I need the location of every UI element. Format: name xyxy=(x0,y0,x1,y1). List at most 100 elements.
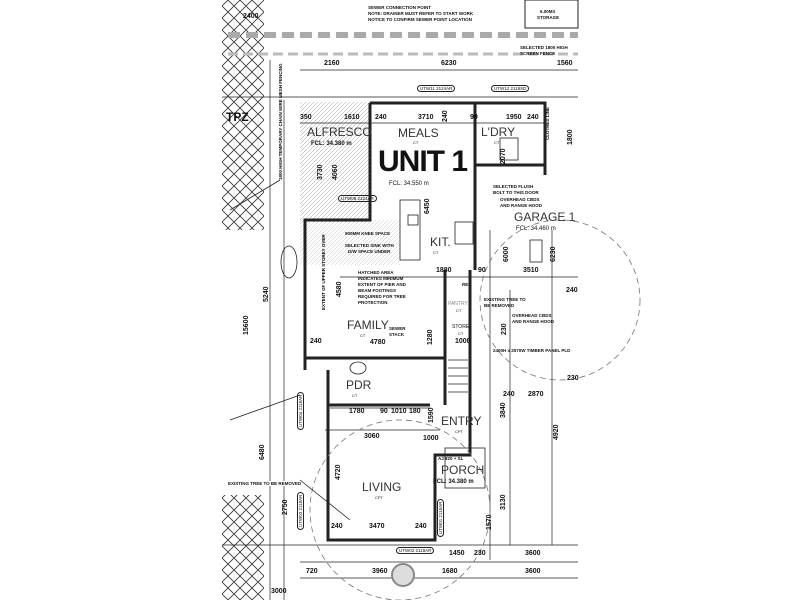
living-floor: CPT xyxy=(375,495,383,500)
dimension: 6480 xyxy=(259,444,266,460)
dimension: 1590 xyxy=(428,407,435,423)
sheet xyxy=(222,0,578,600)
room-porch: PORCH xyxy=(441,463,485,477)
footing-hatched-area-2 xyxy=(300,220,400,265)
cbds-note-1: OVERHEAD CBDS xyxy=(500,197,540,202)
dimension: 1950 xyxy=(506,114,522,121)
dimension: 3730 xyxy=(317,164,324,180)
compass-marker xyxy=(391,563,415,587)
tree-protection-zone-hatch-lower xyxy=(222,495,264,600)
cbds-note-2: AND RANGE HOOD xyxy=(500,203,543,208)
dimension: 6230 xyxy=(550,246,557,262)
dimension: 3470 xyxy=(369,523,385,530)
dimension: 1280 xyxy=(427,329,434,345)
flush-bolt-note-2: BOLT TO THIS DOOR xyxy=(493,190,539,195)
dimension: 4720 xyxy=(335,464,342,480)
dimension: 3130 xyxy=(500,494,507,510)
room-living: LIVING xyxy=(362,480,402,494)
dimension: 2870 xyxy=(528,391,544,398)
hatch-note-5: REQUIRED FOR TREE xyxy=(358,294,406,299)
dimension: 3600 xyxy=(525,550,541,557)
dimension: 240 xyxy=(527,114,539,121)
kitchen-floor: CT xyxy=(433,250,439,255)
room-laundry: L'DRY xyxy=(481,125,516,139)
sewer-note-line-3: NOTICE TO CONFIRM SEWER POINT LOCATION xyxy=(368,17,472,22)
family-floor: CT xyxy=(360,333,366,338)
window-tag: UTW08 2124AR xyxy=(338,195,377,202)
tree-removed-note: EXISTING TREE TO BE REMOVED xyxy=(228,481,302,486)
hatch-note-4: BEAM FOOTINGS xyxy=(358,288,396,293)
dimension: 240 xyxy=(375,114,387,121)
dimension: 1780 xyxy=(349,408,365,415)
window-tag: UTW01 2118AR xyxy=(437,498,444,537)
store-floor: CT xyxy=(458,331,464,336)
alfresco-fcl: FCL: 34.380 m xyxy=(311,141,352,147)
sewer-stack-1: SEWER xyxy=(389,326,406,331)
dimension: 2160 xyxy=(324,60,340,67)
fridge-label: REF xyxy=(462,282,471,287)
window-tag: UTW12 2118SD xyxy=(491,85,530,92)
dimension: 3510 xyxy=(523,267,539,274)
dimension: 3000 xyxy=(271,588,287,595)
window-tag: UTW04 2118AR xyxy=(297,391,304,430)
sewer-stack-2: STACK xyxy=(389,332,405,337)
dimension: 1610 xyxy=(344,114,360,121)
fence-note-1: SELECTED 1800 HIGH xyxy=(520,45,568,50)
dimension: 3600 xyxy=(525,568,541,575)
room-kitchen: KIT. xyxy=(430,235,451,249)
dimension: 1560 xyxy=(557,60,573,67)
tree-note-2: BE REMOVED xyxy=(484,303,515,308)
laundry-floor: CT xyxy=(494,140,500,145)
sewer-note-line-1: SEWER CONNECTION POINT xyxy=(368,5,432,10)
tpz-label: TPZ xyxy=(226,110,249,124)
dimension: 1000 xyxy=(455,338,471,345)
dimension: 230 xyxy=(567,375,579,382)
dimension: 240 xyxy=(442,110,449,122)
dimension: 3060 xyxy=(364,433,380,440)
dimension: 2400 xyxy=(243,13,259,20)
dimension: 6000 xyxy=(503,246,510,262)
porch-fcl: FCL: 34.380 m xyxy=(433,479,474,485)
dimension: 90 xyxy=(478,267,486,274)
storage-box xyxy=(524,0,579,29)
sink-note-2: D/W SPACE UNDER xyxy=(348,249,391,254)
tree-protection-zone-hatch xyxy=(222,0,264,230)
sewer-note-line-2: NOTE: DRAINER MUST REFER TO START WORK xyxy=(368,11,474,16)
room-meals: MEALS xyxy=(398,126,439,140)
knee-space-note: 900MM KNEE SPACE xyxy=(345,231,391,236)
dimension: 90 xyxy=(380,408,388,415)
meals-floor: CT xyxy=(413,140,419,145)
room-alfresco: ALFRESCO xyxy=(307,125,372,139)
dimension: 4580 xyxy=(336,281,343,297)
storage-label-1: 6.00M3 xyxy=(540,9,556,14)
tree-note-1: EXISTING TREE TO xyxy=(484,297,526,302)
porch-door-note: AJ 820 + SL xyxy=(438,456,464,461)
dimension: 2750 xyxy=(282,499,289,515)
fence-note-2: SCREEN FENCE xyxy=(520,51,556,56)
room-garage: GARAGE 1 xyxy=(514,210,576,224)
cbds2-note-1: OVERHEAD CBDS xyxy=(512,313,552,318)
flush-bolt-note-1: SELECTED FLUSH xyxy=(493,184,534,189)
pdr-floor: CT xyxy=(352,393,358,398)
room-entry: ENTRY xyxy=(441,414,482,428)
dimension: 2070 xyxy=(500,148,507,164)
dimension: 180 xyxy=(409,408,421,415)
dimension: 1450 xyxy=(449,550,465,557)
window-tag: UTW03 2118AR xyxy=(297,491,304,530)
hatch-note-6: PROTECTION xyxy=(358,300,388,305)
dimension: 90 xyxy=(470,114,478,121)
dimension: 6230 xyxy=(441,60,457,67)
dimension: 4780 xyxy=(370,339,386,346)
dimension: 15600 xyxy=(243,315,250,335)
garage-fcl: FCL: 34.460 m xyxy=(516,226,556,232)
dimension: 1680 xyxy=(442,568,458,575)
hatch-note-3: EXTENT OF PIER AND xyxy=(358,282,406,287)
dimension: 350 xyxy=(300,114,312,121)
dimension: 6450 xyxy=(424,198,431,214)
dimension: 1880 xyxy=(436,267,452,274)
sink-note-1: SELECTED SINK WITH xyxy=(345,243,394,248)
dimension: 240 xyxy=(310,338,322,345)
unit-title: UNIT 1 xyxy=(378,145,468,178)
dimension: 3710 xyxy=(418,114,434,121)
